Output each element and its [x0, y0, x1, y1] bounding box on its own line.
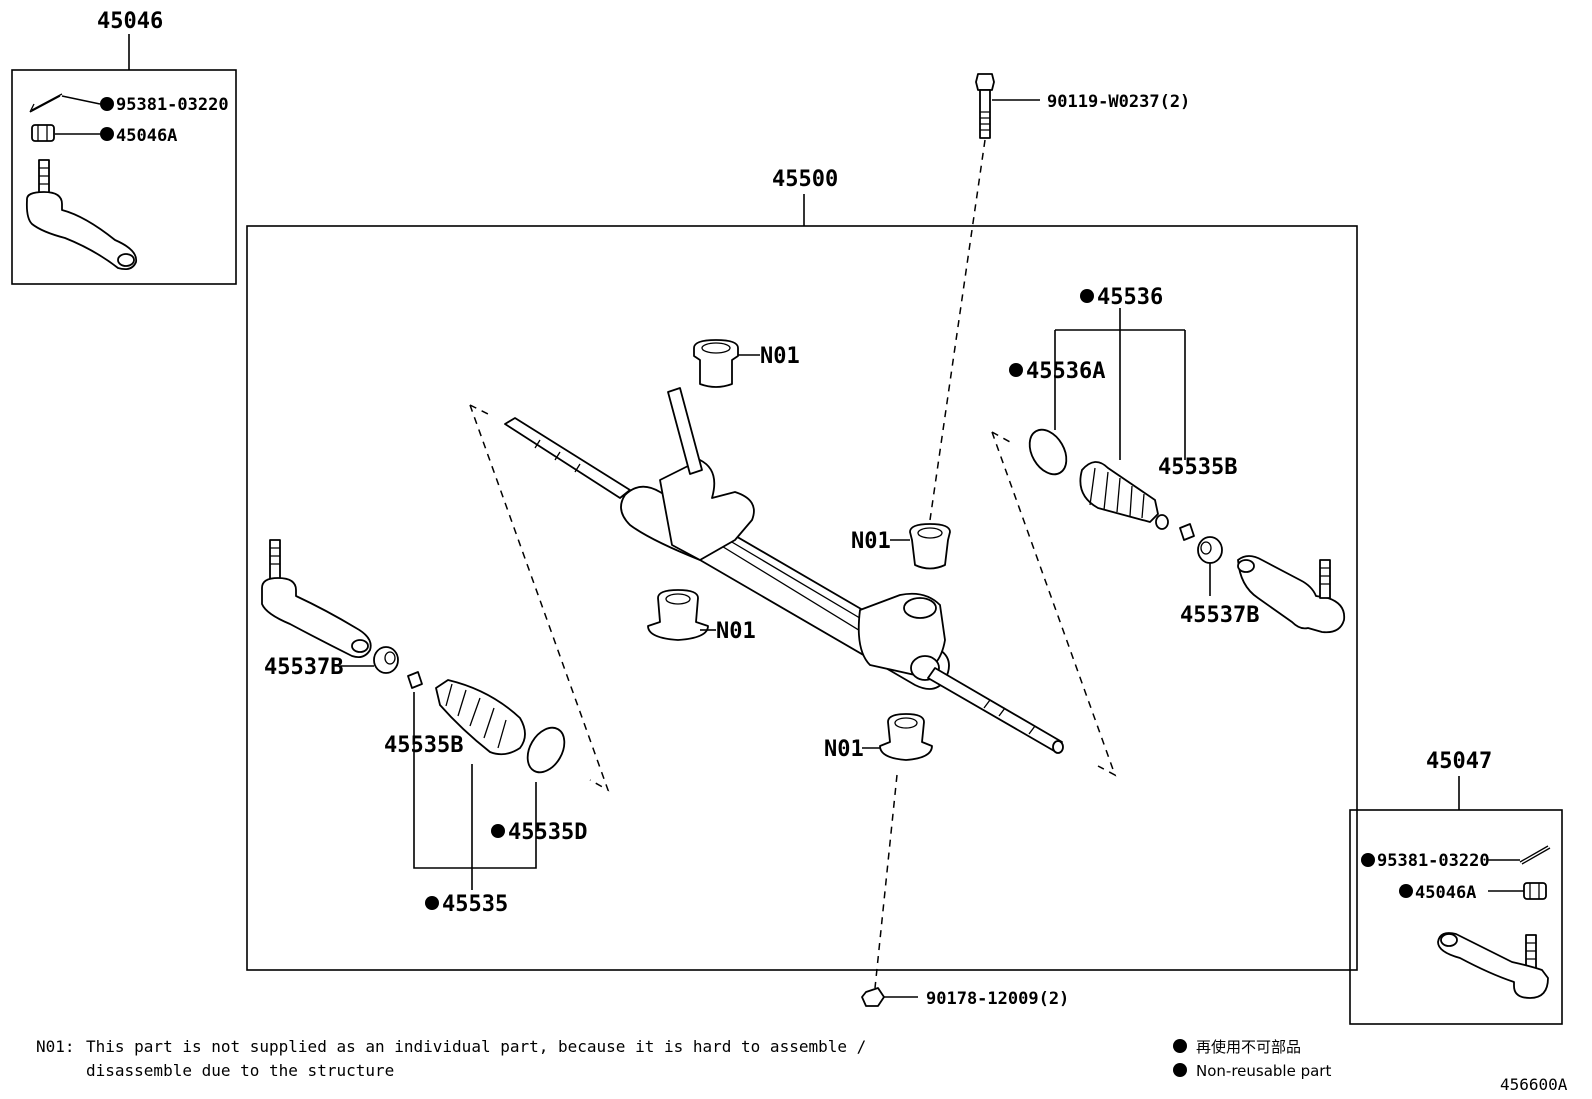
inset-45047: 45047 95381-03220 45046A: [1349, 749, 1563, 1025]
tie-rod-end-icon: [1437, 932, 1549, 999]
inset-45046: 45046 95381-03220 45046A: [11, 9, 237, 285]
legend-en: Non-reusable part: [1196, 1062, 1331, 1080]
label-45046[interactable]: 45046: [97, 9, 163, 34]
non-reusable-dot-icon: [100, 97, 114, 111]
cotter-pin-icon: [29, 93, 63, 113]
nut-90178: 90178-12009(2): [861, 774, 1069, 1009]
guide-left: [469, 404, 610, 792]
footnote: N01: This part is not supplied as an ind…: [36, 1037, 866, 1080]
assembly-45500: 45500: [246, 167, 1358, 971]
tie-rod-end-icon: [261, 539, 372, 659]
hex-nut-icon: [861, 987, 885, 1007]
steering-rack-icon: [504, 387, 1064, 754]
non-reusable-dot-icon: [491, 824, 505, 838]
label-45046A-b[interactable]: 45046A: [1415, 883, 1476, 903]
non-reusable-dot-icon: [425, 896, 439, 910]
legend-jp: 再使用不可部品: [1196, 1038, 1301, 1056]
clip-icon: [407, 671, 423, 689]
label-N01-mid-left[interactable]: N01: [716, 619, 756, 644]
bushing-n01-top: N01: [693, 339, 800, 388]
label-45535B-left[interactable]: 45535B: [384, 733, 463, 758]
non-reusable-dot-icon: [1399, 884, 1413, 898]
label-N01-bottom[interactable]: N01: [824, 737, 864, 762]
cotter-pin-icon: [1519, 845, 1551, 865]
label-45536A[interactable]: 45536A: [1026, 359, 1105, 384]
non-reusable-dot-icon: [1361, 853, 1375, 867]
label-N01-mid-right[interactable]: N01: [851, 529, 891, 554]
clamp-ring-icon: [526, 726, 566, 774]
label-N01-top[interactable]: N01: [760, 344, 800, 369]
clamp-ring-icon: [1028, 428, 1068, 476]
label-90178-12009[interactable]: 90178-12009(2): [926, 989, 1069, 1009]
bushing-n01-mid-left: N01: [647, 589, 756, 644]
note-line-2: disassemble due to the structure: [86, 1061, 394, 1080]
note-line-1: This part is not supplied as an individu…: [86, 1037, 866, 1056]
tie-rod-end-icon: [1237, 555, 1346, 634]
castle-nut-icon: [31, 124, 55, 142]
note-code: N01:: [36, 1037, 75, 1056]
non-reusable-dot-icon: [1080, 289, 1094, 303]
tie-rod-end-icon: [25, 159, 138, 271]
label-45536[interactable]: 45536: [1097, 285, 1163, 310]
label-45047[interactable]: 45047: [1426, 749, 1492, 774]
label-45535[interactable]: 45535: [442, 892, 508, 917]
label-45046A-a[interactable]: 45046A: [116, 126, 177, 146]
non-reusable-dot-icon: [1009, 363, 1023, 377]
guide-right: [991, 431, 1117, 777]
bushing-n01-mid-right: N01: [851, 523, 951, 570]
lock-nut-icon: [373, 646, 399, 674]
label-45535B-right[interactable]: 45535B: [1158, 455, 1237, 480]
boot-kit-right: 45536 45536A 45535B 45537B: [1009, 285, 1346, 634]
castle-nut-icon: [1523, 882, 1547, 900]
label-45537B-left[interactable]: 45537B: [264, 655, 343, 680]
label-95381-03220-b[interactable]: 95381-03220: [1377, 851, 1490, 871]
label-45535D[interactable]: 45535D: [508, 820, 587, 845]
bolt-90119: 90119-W0237(2): [929, 73, 1190, 521]
boot-kit-left: 45537B 45535B 45535D 45535: [261, 539, 587, 917]
legend: 再使用不可部品 Non-reusable part: [1173, 1038, 1331, 1080]
non-reusable-dot-icon: [1173, 1039, 1187, 1053]
diagram-id: 456600A: [1500, 1075, 1568, 1094]
label-90119-W0237[interactable]: 90119-W0237(2): [1047, 92, 1190, 112]
non-reusable-dot-icon: [100, 127, 114, 141]
label-45537B-right[interactable]: 45537B: [1180, 603, 1259, 628]
bellows-boot-icon: [435, 679, 526, 756]
clip-icon: [1179, 523, 1195, 541]
bushing-n01-bottom: N01: [824, 713, 933, 762]
label-95381-03220-a[interactable]: 95381-03220: [116, 95, 229, 115]
label-45500[interactable]: 45500: [772, 167, 838, 192]
non-reusable-dot-icon: [1173, 1063, 1187, 1077]
